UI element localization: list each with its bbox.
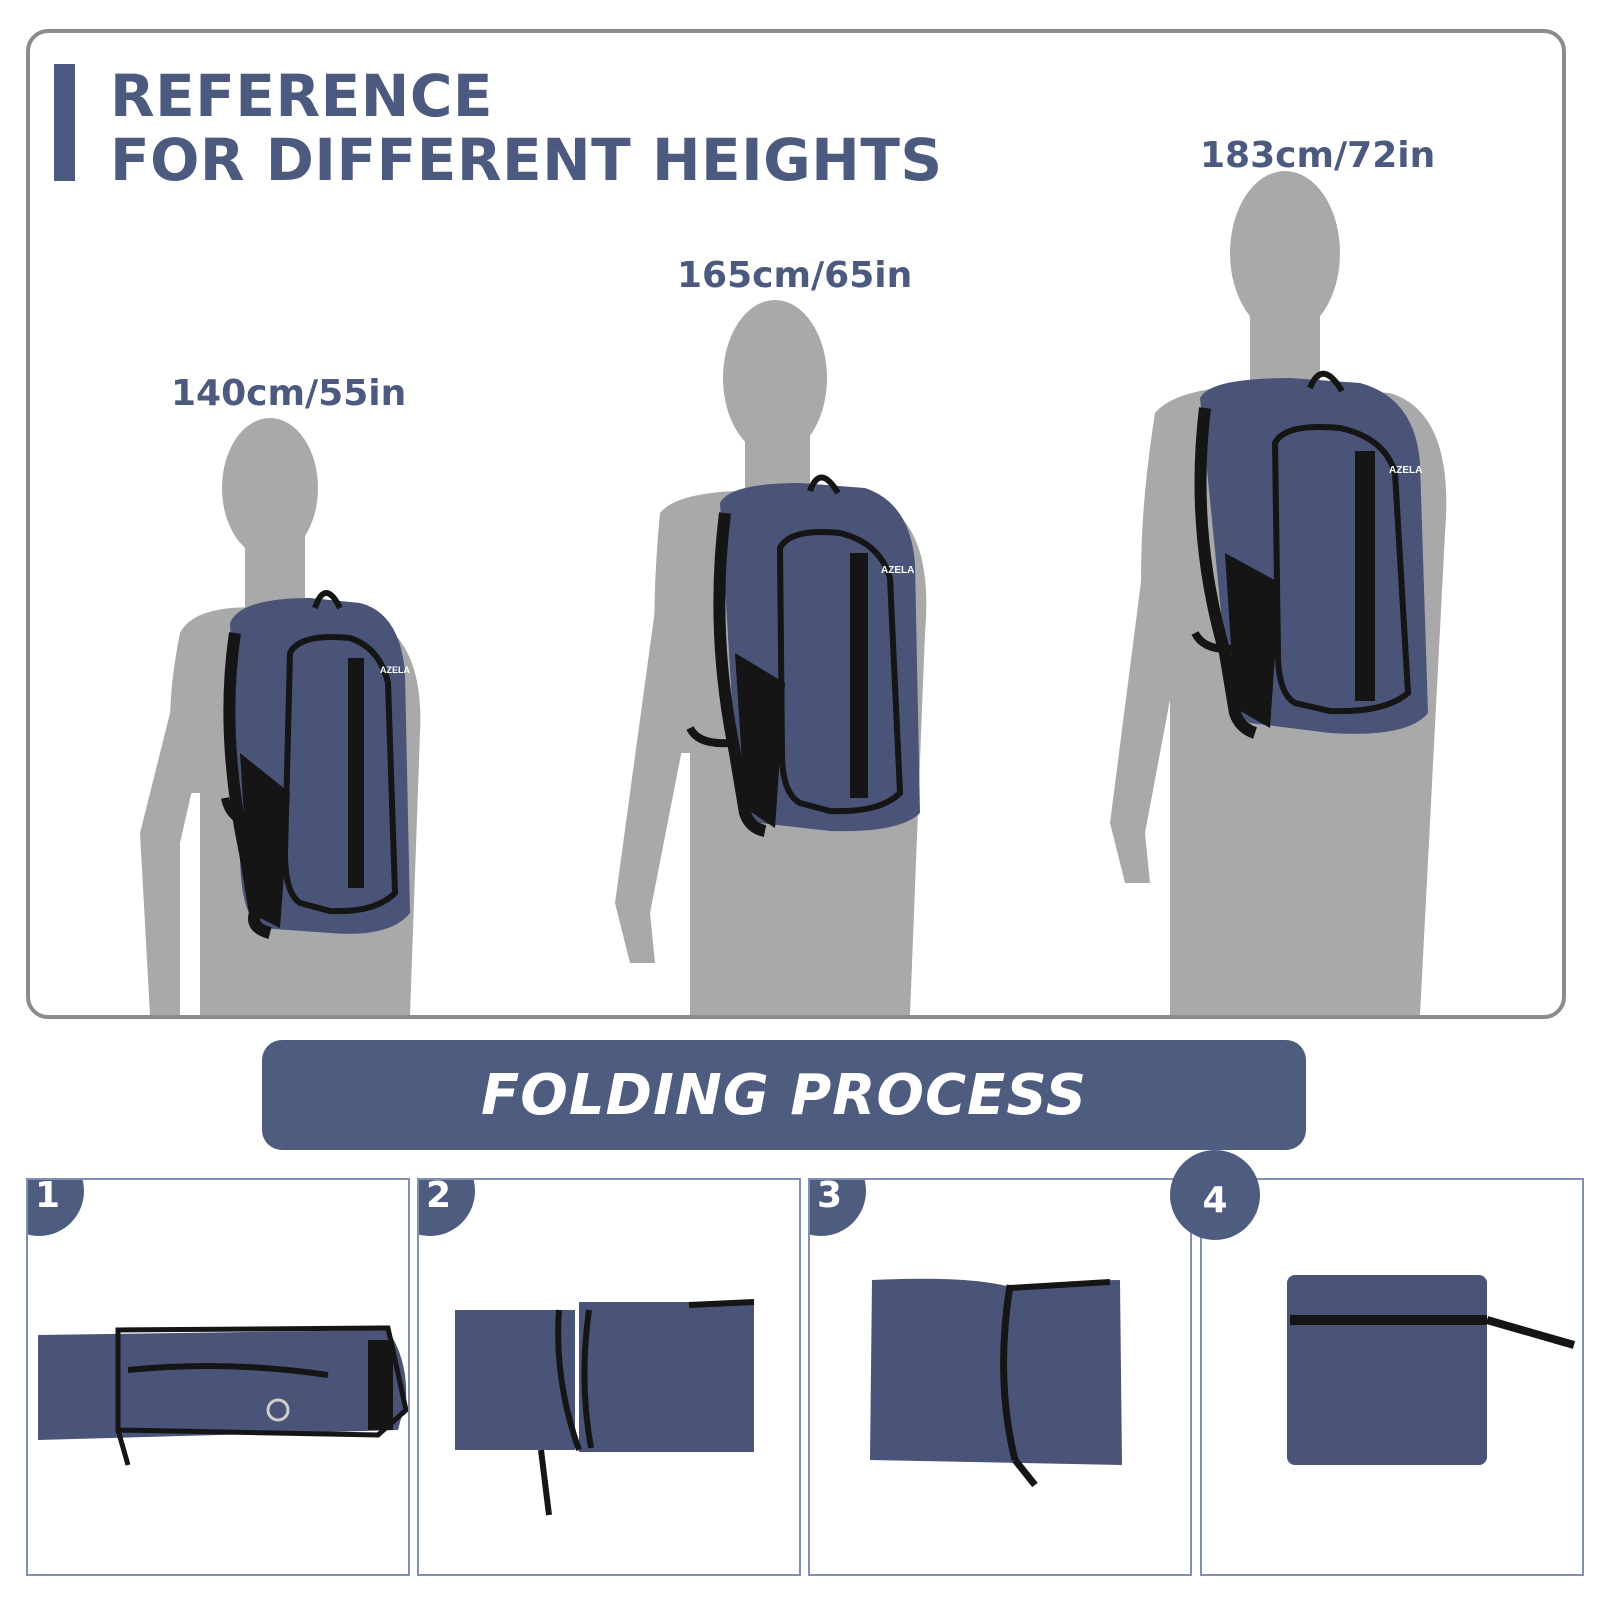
figures-illustration: AZELA AZELA <box>140 171 1447 1015</box>
step-1-panel: 1 <box>26 1178 410 1576</box>
title-accent-bar <box>54 64 75 181</box>
step-1-image <box>38 1325 408 1466</box>
svg-text:AZELA: AZELA <box>380 665 410 675</box>
step-3-panel: 3 <box>808 1178 1192 1576</box>
folding-process-banner: FOLDING PROCESS <box>262 1040 1306 1150</box>
height-label-tall: 183cm/72in <box>1200 135 1436 176</box>
height-reference-panel: REFERENCE FOR DIFFERENT HEIGHTS 140cm/55… <box>26 29 1566 1019</box>
step-2-panel: 2 <box>417 1178 801 1576</box>
step-3-image <box>870 1278 1122 1488</box>
step-4-badge: 4 <box>1170 1150 1260 1240</box>
height-label-medium: 165cm/65in <box>677 255 913 296</box>
step-4-image <box>1287 1275 1576 1465</box>
title-line-2: FOR DIFFERENT HEIGHTS <box>110 126 943 194</box>
step-3-badge: 3 <box>810 1180 866 1236</box>
figure-medium: AZELA <box>615 300 927 1015</box>
title-line-1: REFERENCE <box>110 62 494 130</box>
figure-small: AZELA <box>140 418 421 1015</box>
step-4-panel <box>1200 1178 1584 1576</box>
svg-text:AZELA: AZELA <box>1389 465 1422 476</box>
figure-tall: AZELA <box>1110 171 1447 1015</box>
height-label-small: 140cm/55in <box>171 373 407 414</box>
step-2-image <box>455 1299 755 1516</box>
svg-text:AZELA: AZELA <box>881 565 914 576</box>
